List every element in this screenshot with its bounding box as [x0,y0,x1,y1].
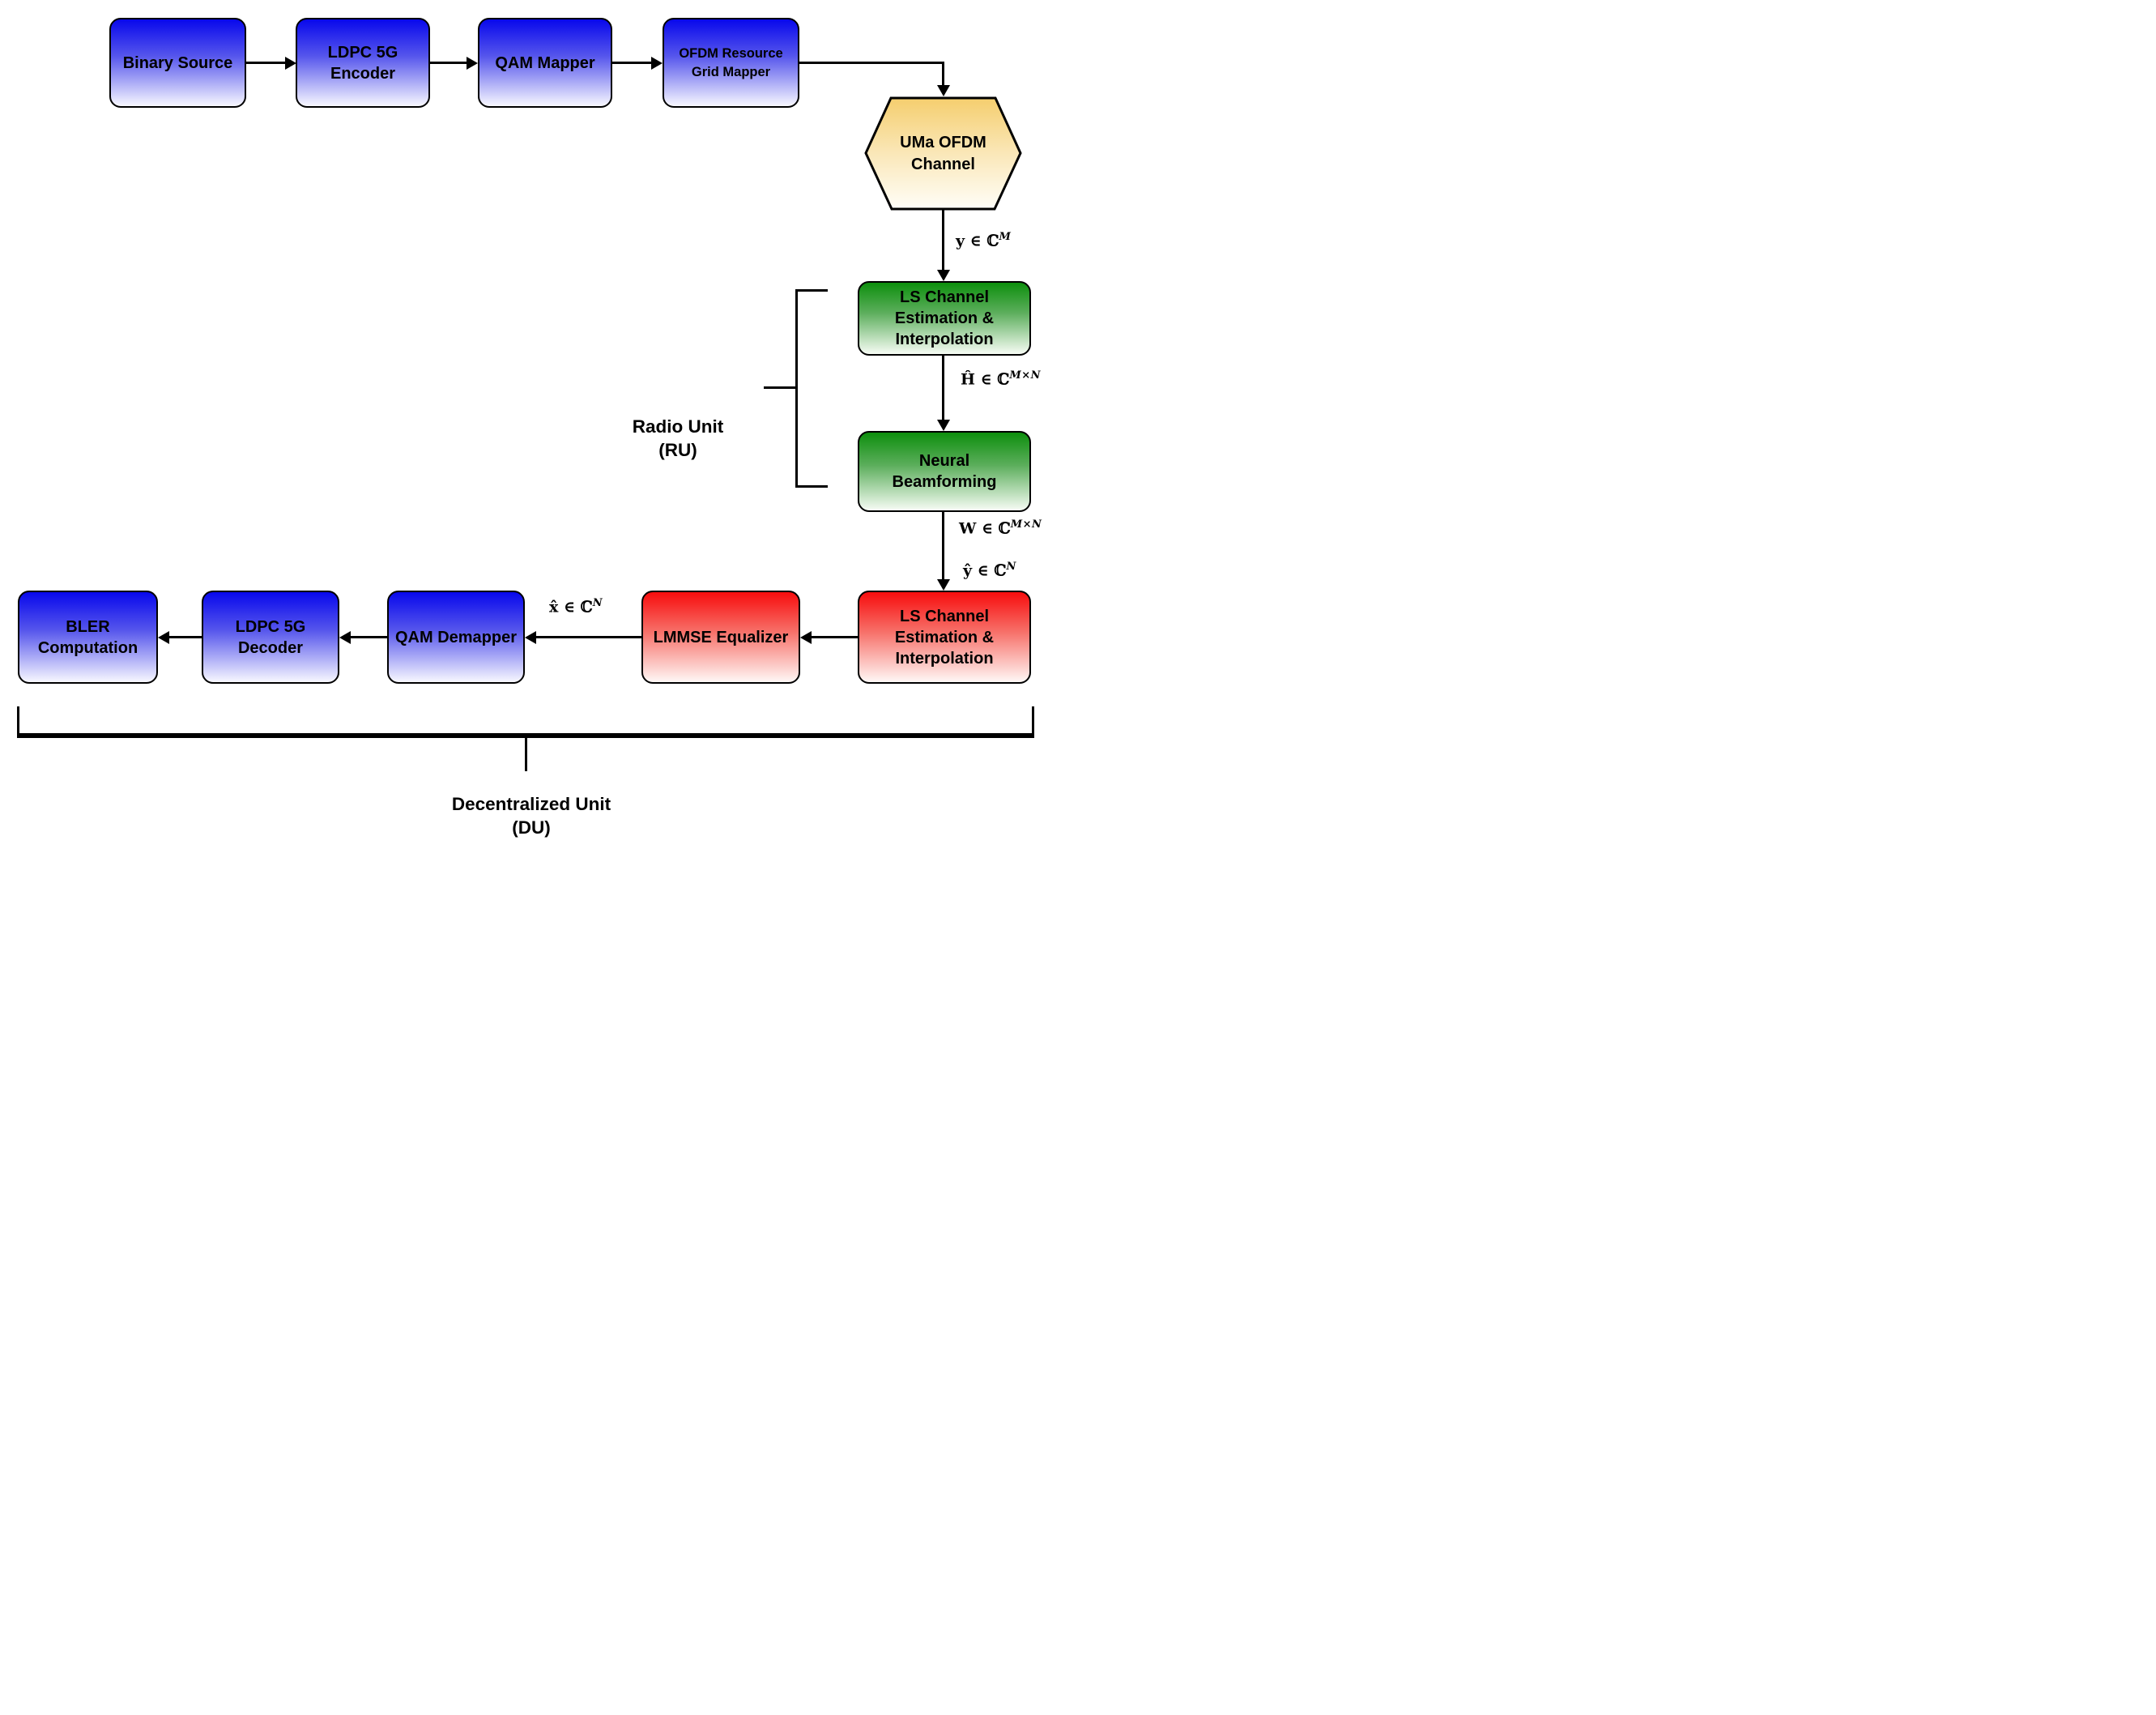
connector-ls-ru-to-beamforming [942,356,944,420]
block-binary-source: Binary Source [109,18,246,108]
signal-label-yhat: ŷ ∈ ℂN [963,561,1016,579]
radio-unit-label: Radio Unit (RU) [632,416,724,460]
connector-channel-to-ls-ru [942,210,944,270]
du-bracket-left-tick [17,706,19,736]
block-qam-mapper: QAM Mapper [478,18,612,108]
arrowhead-into-beamforming [936,420,950,431]
signal-hhat-main: Ĥ ∈ ℂ [961,370,1010,389]
du-bracket-bar [17,733,1034,738]
signal-xhat-main: x̂ ∈ ℂ [549,598,593,616]
block-diagram-canvas: Binary Source LDPC 5G Encoder QAM Mapper… [0,0,1078,858]
ru-bracket-bottom-arm [795,485,828,488]
connector-ofdm-to-channel-horizontal [799,62,944,64]
block-ofdm-resource-grid-mapper: OFDM Resource Grid Mapper [663,18,799,108]
arrowhead-into-ls-du [936,579,950,591]
ru-bracket-top-arm [795,289,828,292]
block-ls-channel-estimation-ru: LS Channel Estimation & Interpolation [858,281,1031,356]
block-bler-computation: BLER Computation [18,591,158,684]
signal-xhat-sup: N [592,597,603,609]
block-ldpc-5g-decoder: LDPC 5G Decoder [202,591,339,684]
connector-demapper-to-decoder [351,636,387,638]
arrowhead-into-bler [158,630,169,644]
du-bracket-right-tick [1032,706,1034,736]
arrowhead-into-channel [936,85,950,96]
block-uma-ofdm-channel: UMa OFDM Channel [863,96,1023,211]
signal-w-sup: M×N [1010,518,1042,531]
block-ls-channel-estimation-du: LS Channel Estimation & Interpolation [858,591,1031,684]
connector-decoder-to-bler [169,636,202,638]
signal-label-y: y ∈ ℂM [956,231,1011,250]
channel-hexagon-shape [864,96,1022,211]
connector-ls-du-to-lmmse [812,636,858,638]
arrowhead-into-ls-ru [936,270,950,281]
signal-yhat-sup: N [1006,561,1016,573]
connector-lmmse-to-demapper [536,636,641,638]
arrowhead-qam-to-ofdm [651,56,663,70]
ru-bracket-middle-tick [764,386,798,389]
connector-ofdm-to-channel-vertical [942,62,944,86]
block-ldpc-5g-encoder: LDPC 5G Encoder [296,18,430,108]
arrowhead-encoder-to-qam [467,56,478,70]
signal-y-main: y ∈ ℂ [956,232,999,250]
connector-beamforming-to-ls-du [942,512,944,579]
arrowhead-binary-to-encoder [285,56,296,70]
block-qam-demapper: QAM Demapper [387,591,525,684]
arrowhead-into-demapper [525,630,536,644]
du-bracket-stem [525,738,527,771]
signal-label-w: W ∈ ℂM×N [959,518,1042,537]
connector-encoder-to-qam [430,62,467,64]
signal-y-sup: M [999,231,1012,243]
signal-yhat-main: ŷ ∈ ℂ [963,561,1007,580]
block-lmmse-equalizer: LMMSE Equalizer [641,591,800,684]
channel-label: UMa OFDM Channel [900,133,986,173]
signal-label-hhat: Ĥ ∈ ℂM×N [961,369,1041,388]
signal-label-xhat: x̂ ∈ ℂN [549,597,603,616]
arrowhead-into-decoder [339,630,351,644]
signal-w-main: W ∈ ℂ [959,519,1011,538]
arrowhead-into-lmmse [800,630,812,644]
connector-binary-to-encoder [246,62,285,64]
connector-qam-to-ofdm [612,62,651,64]
decentralized-unit-label: Decentralized Unit (DU) [451,794,611,838]
signal-hhat-sup: M×N [1009,369,1042,382]
block-neural-beamforming: Neural Beamforming [858,431,1031,512]
